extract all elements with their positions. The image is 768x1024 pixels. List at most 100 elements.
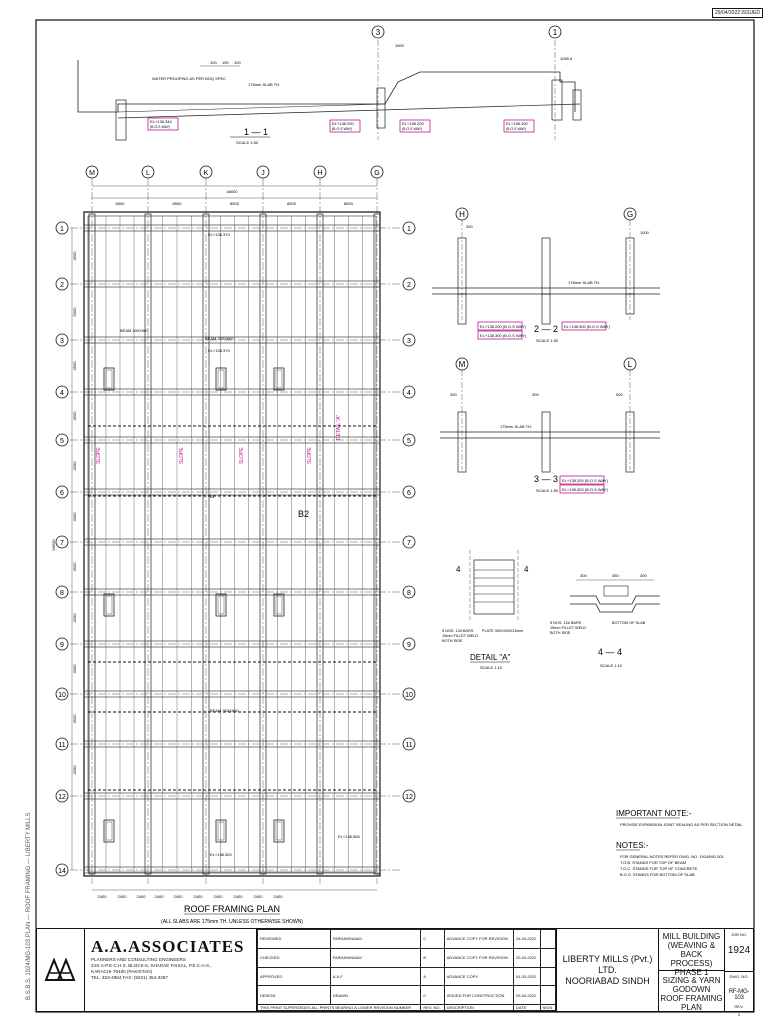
sheet-border — [35, 19, 755, 1013]
svg-text:BOTTOM OF SLAB: BOTTOM OF SLAB — [612, 621, 646, 625]
plan-grid-label-row: 6 — [407, 490, 411, 497]
plan-grid-bubble — [402, 737, 416, 751]
svg-text:BEAM 300X600: BEAM 300X600 — [205, 336, 234, 341]
firm-name: A.A.ASSOCIATES — [91, 937, 245, 956]
plan-skylight-opening — [215, 593, 227, 617]
svg-text:300: 300 — [466, 224, 473, 229]
plan-grid-label-col: J — [261, 170, 265, 177]
plan-beam-row — [83, 538, 381, 546]
plan-dim-bottom: 2400 — [174, 894, 184, 899]
important-note-title: IMPORTANT NOTE:- — [616, 809, 692, 818]
plan-title: ROOF FRAMING PLAN — [184, 904, 280, 914]
plan-grid-bubble — [55, 221, 69, 235]
svg-text:1000: 1000 — [640, 230, 650, 235]
svg-text:1500: 1500 — [395, 43, 405, 48]
plan-dim-bottom: 2400 — [98, 894, 108, 899]
plan-dim-bottom: 2400 — [254, 894, 264, 899]
svg-text:(B.O.S WAY): (B.O.S WAY) — [150, 125, 170, 129]
plan-grid-label-row: 3 — [407, 338, 411, 345]
plan-grid-label-row: 9 — [407, 642, 411, 649]
plan-grid-label-col: H — [317, 170, 322, 177]
plan-dim-left: 4500 — [72, 765, 77, 775]
plan-dim-top: 8500 — [116, 201, 126, 206]
plan-beam-row — [83, 640, 381, 648]
svg-text:FOR GENERAL NOTES REFER DWG. N: FOR GENERAL NOTES REFER DWG. NO. 1924/MG… — [620, 854, 725, 859]
plan-grid-label-row: 10 — [58, 692, 66, 699]
svg-text:EL+138.300: EL+138.300 — [210, 852, 232, 857]
plan-dim-left: 4500 — [72, 714, 77, 724]
svg-text:500: 500 — [616, 392, 623, 397]
svg-text:150: 150 — [222, 60, 229, 65]
plan-grid-label-row: 7 — [60, 540, 64, 547]
plan-grid-bubble — [402, 687, 416, 701]
svg-text:PLATE 300X300X16mm: PLATE 300X300X16mm — [482, 629, 523, 633]
plan-grid-label-row: 5 — [407, 438, 411, 445]
svg-text:SCALE 1:50: SCALE 1:50 — [536, 488, 559, 493]
svg-text:15mm FILLET WELD: 15mm FILLET WELD — [550, 626, 586, 630]
svg-text:SLOPE: SLOPE — [96, 447, 102, 464]
plan-grid-bubble — [55, 277, 69, 291]
notes-block: IMPORTANT NOTE:- PROVIDE EXPANSION JOINT… — [616, 809, 743, 877]
plan-beam-row — [83, 866, 381, 874]
sec1-mark: 1 — 1 — [244, 127, 268, 137]
side-margin-text: B.S.B.S. 1924/MG-103 PLAN — ROOF FRAMING… — [26, 812, 32, 1000]
plan-grid-bubble — [313, 165, 327, 179]
svg-text:300: 300 — [532, 392, 539, 397]
project-info: MILL BUILDING (WEAVING & BACK PROCESS) P… — [659, 929, 753, 1017]
svg-text:EL+138.555: EL+138.555 — [338, 834, 360, 839]
plan-skylight-opening — [273, 819, 285, 843]
plan-skylight-opening — [103, 819, 115, 843]
plan-grid-label-row: 12 — [405, 794, 413, 801]
plan-grid-label-row: 7 — [407, 540, 411, 547]
plan-beam-row — [83, 388, 381, 396]
plan-overall-top: 48000 — [226, 189, 238, 194]
plan-grid-bubble — [402, 637, 416, 651]
plan-grid-bubble — [402, 433, 416, 447]
plan-grid-bubble — [402, 333, 416, 347]
plan-grid-bubble — [55, 737, 69, 751]
plan-grid-bubble — [141, 165, 155, 179]
svg-text:100: 100 — [234, 60, 241, 65]
plan-grid-label-row: 8 — [60, 590, 64, 597]
plan-grid-label-row: 12 — [58, 794, 66, 801]
svg-text:350: 350 — [612, 573, 619, 578]
svg-text:300: 300 — [450, 392, 457, 397]
plan-subtitle: (ALL SLABS ARE 175mm TH. UNLESS OTHERWIS… — [161, 919, 303, 925]
plan-dim-top: 8500 — [173, 201, 183, 206]
drawing-number: DWG. NO. RF-MG-103 REV. 0 — [728, 974, 750, 1017]
plan-grid-bubble — [55, 637, 69, 651]
svg-text:4 — 4: 4 — 4 — [598, 647, 622, 657]
plan-skylight-opening — [215, 367, 227, 391]
sec1-grid-1: 1 — [553, 28, 558, 37]
plan-grid-label-row: 11 — [58, 742, 65, 749]
svg-text:EL+138.200: EL+138.200 — [402, 121, 424, 126]
plan-skylight-opening — [215, 819, 227, 843]
svg-text:4: 4 — [524, 565, 529, 574]
plan-grid-label-col: L — [146, 170, 150, 177]
svg-text:M: M — [459, 360, 466, 369]
plan-dim-left: 4500 — [72, 461, 77, 471]
plan-beam-col — [88, 213, 96, 875]
sec1-scale: SCALE 1:50 — [236, 140, 259, 145]
svg-text:3 — 3: 3 — 3 — [534, 474, 558, 484]
svg-text:(B.O.S WAY): (B.O.S WAY) — [506, 127, 526, 131]
svg-text:H: H — [459, 210, 465, 219]
plan-dim-left: 4500 — [72, 411, 77, 421]
svg-text:T.O.C. STANDS FOR TOP OF CONCR: T.O.C. STANDS FOR TOP OF CONCRETE — [620, 866, 698, 871]
plan-grid-label-row: 5 — [60, 438, 64, 445]
detail-a-title: DETAIL "A" — [470, 653, 511, 662]
svg-text:4: 4 — [456, 565, 461, 574]
plan-dim-bottom: 2400 — [118, 894, 128, 899]
plan-grid-bubble — [370, 165, 384, 179]
svg-text:SCALE 1:10: SCALE 1:10 — [480, 665, 503, 670]
svg-text:SCALE 1:10: SCALE 1:10 — [600, 663, 623, 668]
plan-dim-top: 8500 — [287, 201, 297, 206]
svg-text:100: 100 — [210, 60, 217, 65]
svg-text:EL+138.370: EL+138.370 — [208, 348, 230, 353]
plan-beam-col — [259, 213, 267, 875]
plan-dim-bottom: 2400 — [137, 894, 147, 899]
svg-text:B1: B1 — [210, 494, 216, 499]
